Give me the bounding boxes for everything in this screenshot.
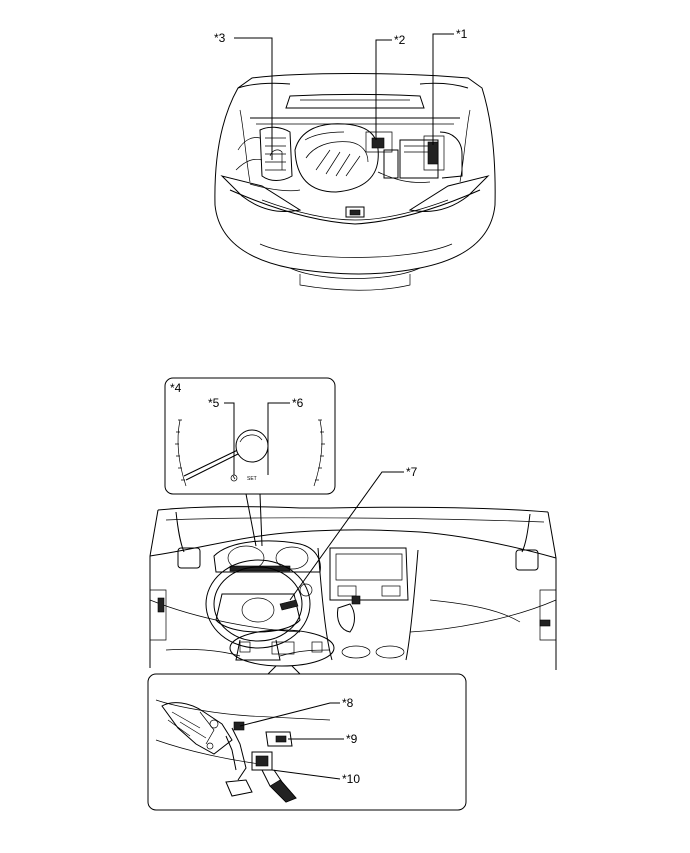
leader-10 bbox=[271, 769, 341, 780]
callout-5: *5 bbox=[208, 396, 220, 410]
leader-lines-top bbox=[234, 33, 454, 160]
leader-7 bbox=[289, 471, 404, 601]
callout-8: *8 bbox=[342, 696, 354, 710]
callout-7: *7 bbox=[406, 465, 418, 479]
gauge-right-dial bbox=[313, 419, 325, 487]
engine-compartment-illustration bbox=[214, 73, 496, 291]
callout-6: *6 bbox=[292, 396, 304, 410]
callout-10: *10 bbox=[342, 772, 360, 786]
callout-3: *3 bbox=[214, 31, 226, 45]
dashboard-illustration bbox=[149, 506, 557, 670]
callout-4: *4 bbox=[170, 381, 182, 395]
gauge-left-dial bbox=[175, 419, 187, 487]
gauge-set-indicator: SET bbox=[247, 476, 257, 482]
combination-meter-inset: SET bbox=[164, 377, 336, 495]
callout-9: *9 bbox=[346, 732, 358, 746]
callout-2: *2 bbox=[394, 33, 406, 47]
callout-1: *1 bbox=[456, 27, 468, 41]
leader-8 bbox=[239, 702, 340, 727]
accelerator-pedal-inset bbox=[147, 673, 467, 811]
